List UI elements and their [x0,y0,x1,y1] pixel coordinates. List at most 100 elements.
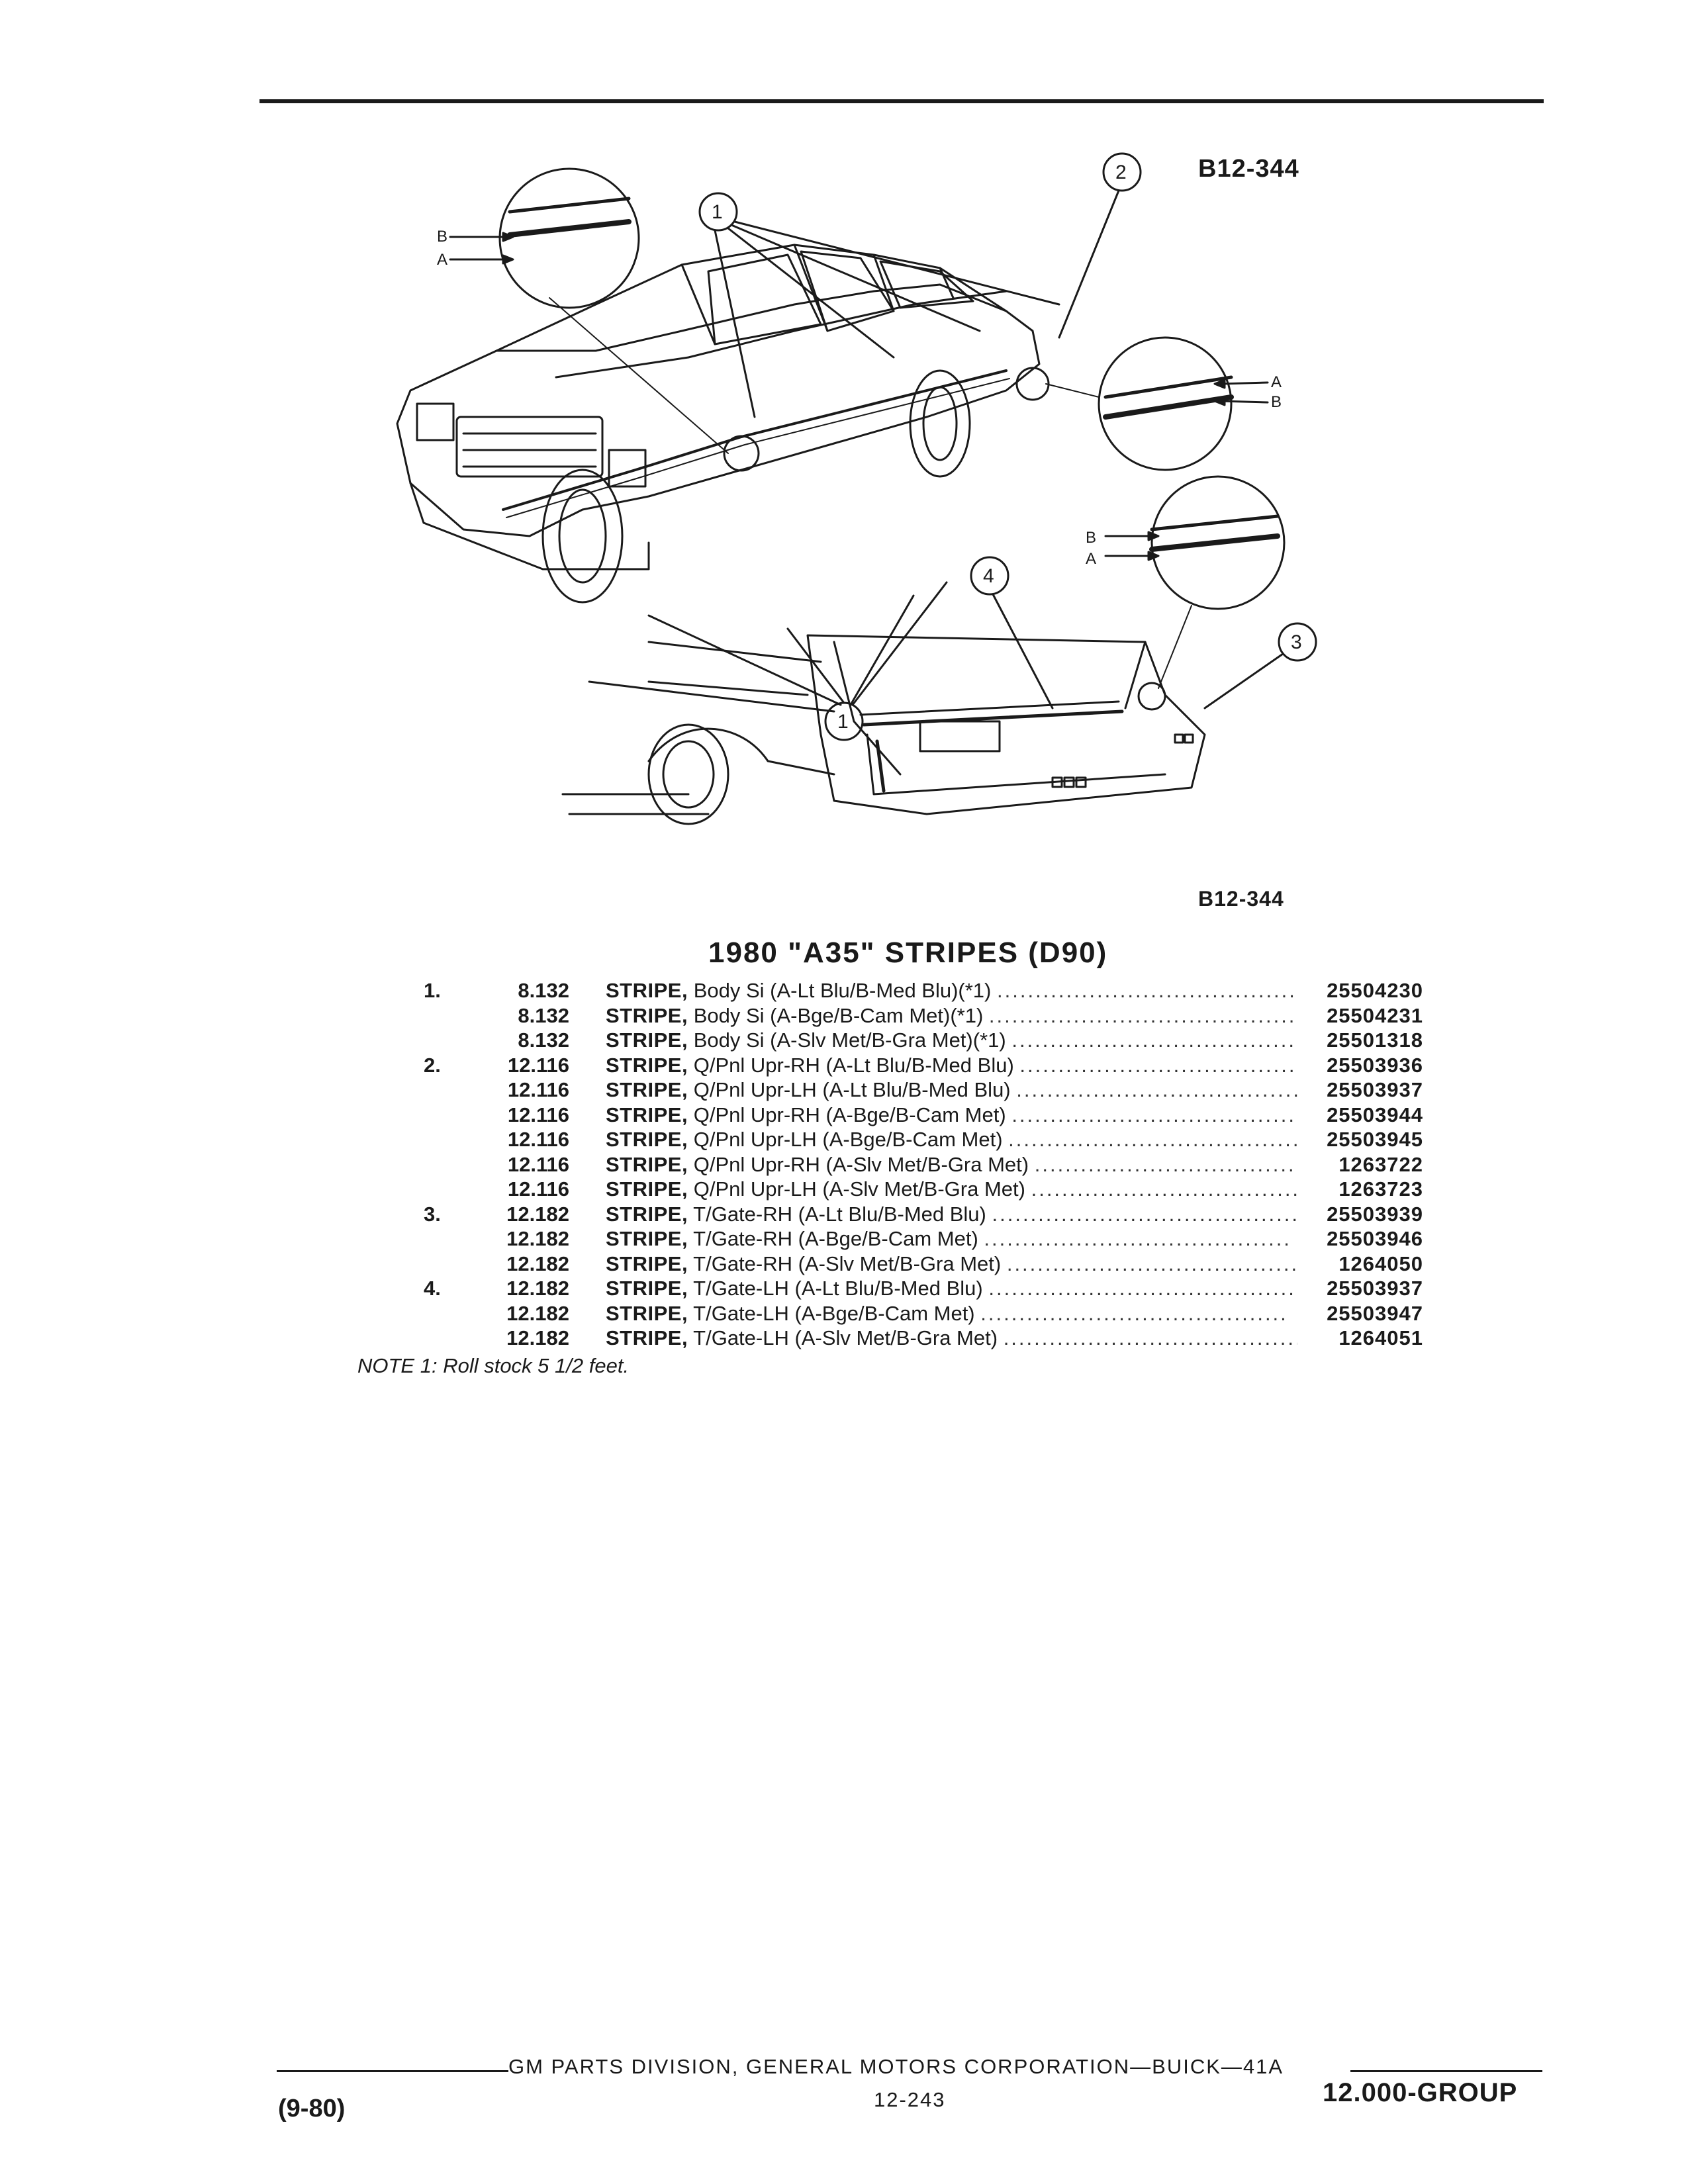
leader-dots: ........................................ [1006,1251,1297,1275]
leader-dots: ........................................ [1019,1053,1297,1077]
footer-page-number: 12-243 [874,2088,946,2111]
part-name: STRIPE, [606,1028,688,1052]
part-detail: Q/Pnl Upr-LH (A-Slv Met/B-Gra Met) [693,1177,1025,1201]
footer-rule-right [1350,2070,1542,2072]
part-detail: Body Si (A-Lt Blu/B-Med Blu)(*1) [693,979,992,1002]
part-description: STRIPE, Q/Pnl Upr-LH (A-Bge/B-Cam Met) .… [606,1127,1297,1152]
parts-row: 12.182 STRIPE, T/Gate-RH (A-Slv Met/B-Gra… [424,1251,1423,1277]
footer-publisher: GM PARTS DIVISION, GENERAL MOTORS CORPOR… [508,2055,1284,2078]
part-description: STRIPE, T/Gate-RH (A-Lt Blu/B-Med Blu) .… [606,1202,1297,1227]
callout-4-label: 4 [983,565,994,587]
part-detail: Q/Pnl Upr-RH (A-Lt Blu/B-Med Blu) [693,1053,1014,1077]
part-detail: Q/Pnl Upr-LH (A-Bge/B-Cam Met) [693,1128,1003,1151]
group-number: 12.116 [507,1152,569,1176]
group-number: 12.182 [506,1277,569,1300]
part-description: STRIPE, Q/Pnl Upr-RH (A-Slv Met/B-Gra Me… [606,1152,1297,1177]
figure-code-bottom: B12-344 [1198,887,1284,911]
group-number: 12.182 [506,1301,569,1325]
callout-1-top-label: 1 [712,201,723,223]
group-number: 8.132 [518,1003,569,1027]
group-number: 12.182 [506,1202,569,1226]
callout-3-label: 3 [1291,631,1302,653]
part-name: STRIPE, [606,1103,688,1126]
item-number: 1. [424,979,441,1002]
detail-circle-front [449,167,729,454]
parts-row: 12.116 STRIPE, Q/Pnl Upr-RH (A-Slv Met/B-… [424,1152,1423,1177]
leader-dots: ........................................ [1034,1152,1297,1176]
part-number: 25504231 [1327,1003,1423,1027]
part-description: STRIPE, Body Si (A-Lt Blu/B-Med Blu)(*1)… [606,978,1297,1003]
callout-2-label: 2 [1115,161,1127,183]
note: NOTE 1: Roll stock 5 1/2 feet. [357,1354,630,1377]
part-description: STRIPE, Body Si (A-Slv Met/B-Gra Met)(*1… [606,1028,1297,1053]
part-name: STRIPE, [606,1251,688,1275]
part-number: 1263723 [1338,1177,1423,1201]
part-number: 25504230 [1327,979,1423,1002]
leader-dots: ........................................ [997,979,1297,1002]
part-number: 1263722 [1338,1152,1423,1176]
group-number: 8.132 [518,1028,569,1052]
part-name: STRIPE, [606,1326,688,1349]
part-number: 25503937 [1327,1277,1423,1300]
parts-row: 1. 8.132 STRIPE, Body Si (A-Lt Blu/B-Med B… [424,978,1423,1003]
leader-dots: ........................................ [1031,1177,1297,1201]
part-name: STRIPE, [606,979,688,1002]
group-number: 12.182 [506,1251,569,1275]
part-description: STRIPE, T/Gate-RH (A-Bge/B-Cam Met) ....… [606,1226,1297,1251]
part-description: STRIPE, Q/Pnl Upr-RH (A-Bge/B-Cam Met) .… [606,1103,1297,1128]
front-car-drawing [396,244,1050,604]
part-description: STRIPE, T/Gate-LH (A-Slv Met/B-Gra Met) … [606,1326,1297,1351]
footer-date: (9-80) [278,2095,346,2122]
part-number: 25503936 [1327,1053,1423,1077]
part-number: 1264050 [1338,1251,1423,1275]
callout-1-bottom [588,581,948,741]
part-number: 1264051 [1338,1326,1423,1349]
item-number: 3. [424,1202,441,1226]
leader-dots: ........................................ [992,1202,1298,1226]
group-number: 12.182 [506,1227,569,1250]
svg-text:B: B [1271,393,1282,411]
rear-tailgate-drawing [561,634,1206,825]
part-detail: T/Gate-RH (A-Slv Met/B-Gra Met) [693,1251,1002,1275]
part-description: STRIPE, Q/Pnl Upr-LH (A-Lt Blu/B-Med Blu… [606,1077,1297,1103]
part-detail: Body Si (A-Slv Met/B-Gra Met)(*1) [693,1028,1006,1052]
part-name: STRIPE, [606,1128,688,1151]
station-wagon-stripe-illustration: B A A B B A [371,139,1364,854]
part-number: 25503939 [1327,1202,1423,1226]
part-name: STRIPE, [606,1301,688,1325]
parts-row: 8.132 STRIPE, Body Si (A-Slv Met/B-Gra Me… [424,1028,1423,1053]
footer-rule-left [277,2070,508,2072]
group-number: 12.116 [507,1053,569,1077]
part-name: STRIPE, [606,1152,688,1176]
leader-dots: ........................................ [1016,1078,1297,1101]
part-detail: Q/Pnl Upr-RH (A-Slv Met/B-Gra Met) [693,1152,1029,1176]
leader-dots: ........................................ [984,1227,1291,1250]
part-description: STRIPE, T/Gate-LH (A-Lt Blu/B-Med Blu) .… [606,1276,1297,1301]
part-name: STRIPE, [606,1202,688,1226]
callout-1-bottom-label: 1 [837,711,849,733]
part-detail: Q/Pnl Upr-LH (A-Lt Blu/B-Med Blu) [693,1078,1011,1101]
part-number: 25501318 [1327,1028,1423,1052]
detail-circle-quarter-panel [1045,336,1269,471]
leader-dots: ........................................ [988,1277,1296,1300]
section-title: 1980 "A35" STRIPES (D90) [708,936,1108,969]
svg-text:B: B [1086,529,1096,547]
item-number: 4. [424,1277,441,1300]
svg-text:A: A [1086,550,1096,568]
part-description: STRIPE, Q/Pnl Upr-LH (A-Slv Met/B-Gra Me… [606,1177,1297,1202]
group-number: 8.132 [518,979,569,1002]
part-number: 25503946 [1327,1227,1423,1250]
part-description: STRIPE, Q/Pnl Upr-RH (A-Lt Blu/B-Med Blu… [606,1053,1297,1078]
part-name: STRIPE, [606,1003,688,1027]
part-name: STRIPE, [606,1078,688,1101]
figure-code-top: B12-344 [1198,155,1299,183]
leader-dots: ........................................ [980,1301,1288,1325]
leader-dots: ........................................ [1011,1103,1297,1126]
part-number: 25503945 [1327,1128,1423,1151]
part-name: STRIPE, [606,1177,688,1201]
parts-row: 12.182 STRIPE, T/Gate-RH (A-Bge/B-Cam Met… [424,1226,1423,1251]
